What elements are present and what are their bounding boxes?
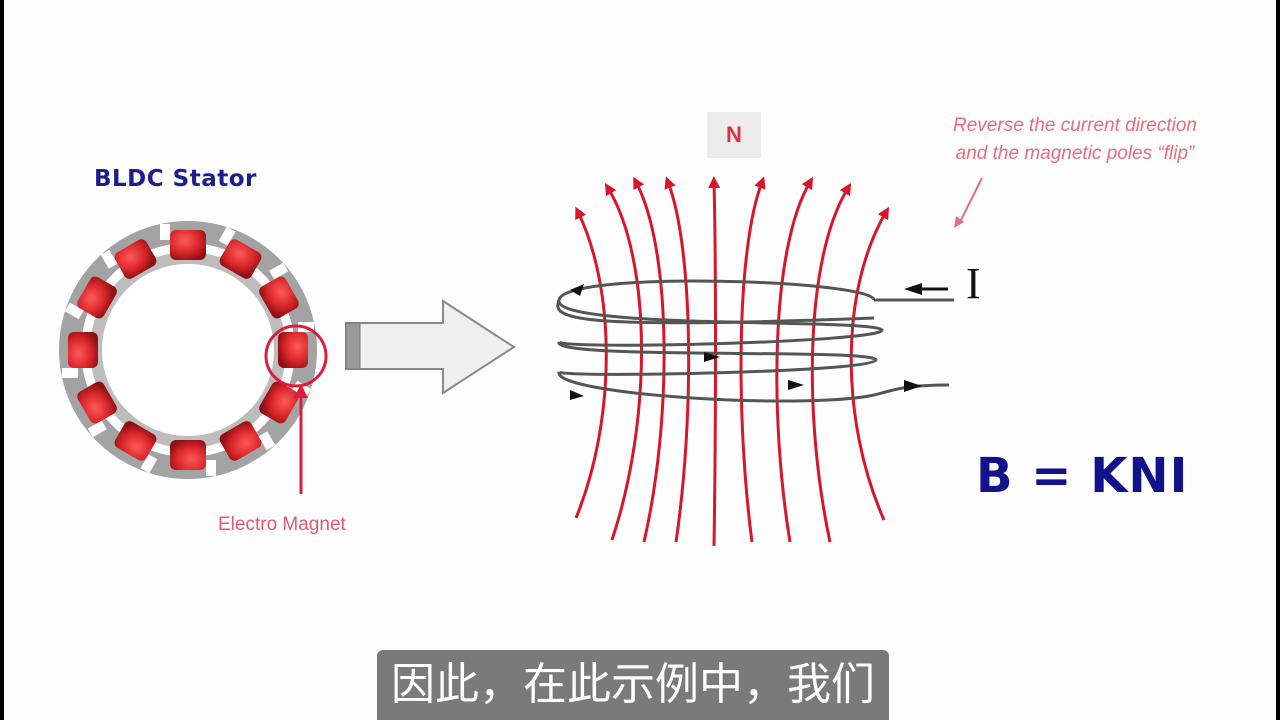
diagram-graphics [59,176,983,547]
right-arrow-icon [345,299,516,395]
slide-frame: BLDC Stator Electro Magnet N Reverse the… [4,0,1276,720]
electro-magnet-label: Electro Magnet [218,514,346,535]
note-line-2: and the magnetic poles “flip” [955,143,1195,164]
video-subtitle: 因此，在此示例中，我们 [377,650,889,720]
current-label: I [966,259,981,308]
north-pole-label: N [707,112,761,158]
solenoid-coil [556,279,954,403]
electro-magnet-callout [264,324,328,494]
stator-title: BLDC Stator [94,166,257,192]
reverse-current-note: Reverse the current direction and the ma… [910,112,1240,168]
stator-ring [59,221,317,479]
note-line-1: Reverse the current direction [953,115,1197,136]
current-direction-arrows [570,283,948,400]
magnetic-field-lines [574,176,890,547]
formula: B = KNI [976,448,1189,504]
annotation-pointer [954,177,983,228]
